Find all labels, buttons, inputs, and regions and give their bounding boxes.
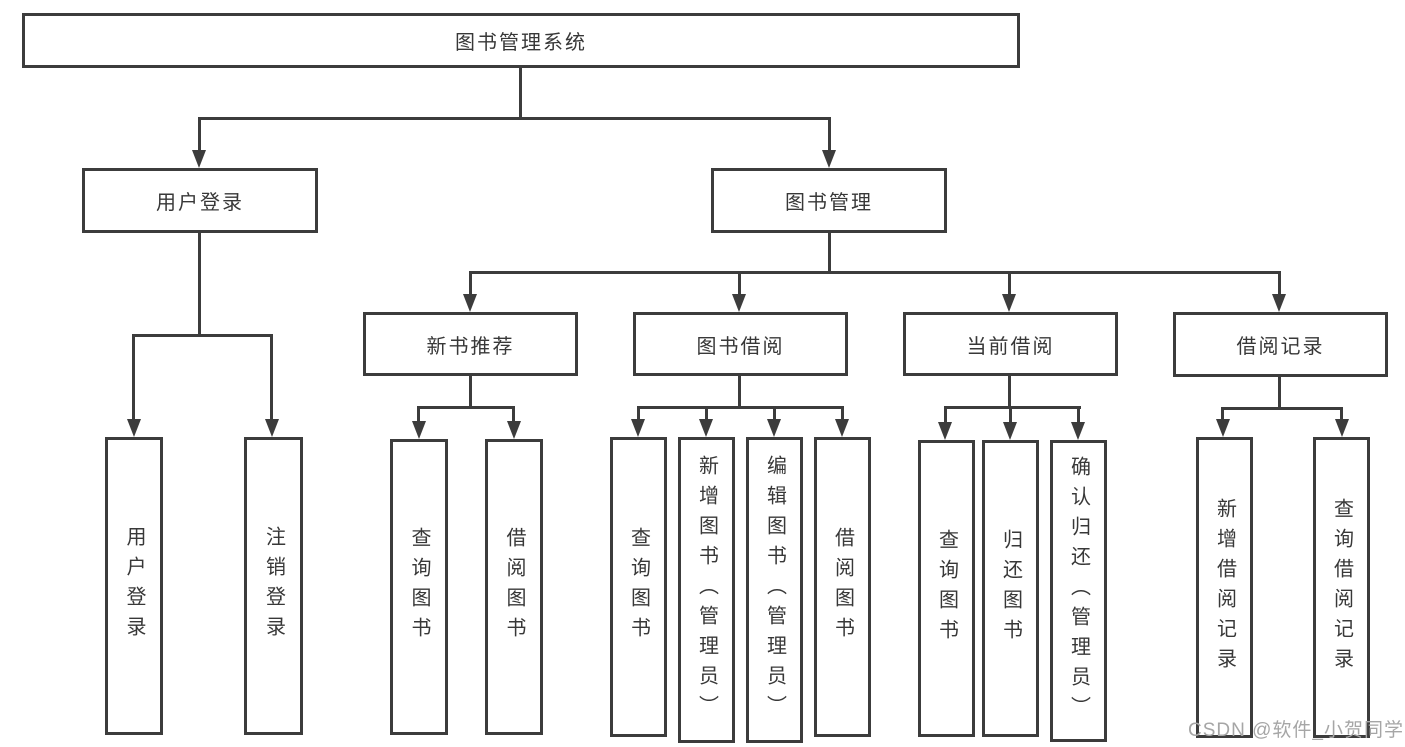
connector-line: [132, 334, 135, 420]
arrowhead-icon: [127, 419, 141, 437]
arrowhead-icon: [507, 421, 521, 439]
arrowhead-icon: [767, 419, 781, 437]
arrowhead-icon: [938, 422, 952, 440]
node-new-book-recommend-label: 新书推荐: [426, 335, 515, 358]
connector-line: [132, 334, 273, 337]
leaf-query-books-recommend-label: 查询图书: [408, 527, 430, 647]
connector-line: [1278, 377, 1281, 410]
connector-line: [469, 376, 472, 409]
arrowhead-icon: [835, 419, 849, 437]
node-book-management: 图书管理: [711, 168, 947, 233]
node-root: 图书管理系统: [22, 13, 1020, 68]
connector-line: [828, 233, 831, 273]
leaf-borrow-books-recommend: 借阅图书: [485, 439, 543, 735]
leaf-confirm-return-admin: 确认归还（管理员）: [1050, 440, 1107, 742]
connector-line: [1077, 406, 1080, 423]
arrowhead-icon: [699, 419, 713, 437]
leaf-logout-label: 注销登录: [262, 526, 285, 646]
leaf-add-borrow-record: 新增借阅记录: [1196, 437, 1253, 738]
leaf-logout: 注销登录: [244, 437, 303, 735]
node-user-login: 用户登录: [82, 168, 318, 233]
connector-line: [944, 406, 947, 423]
connector-line: [738, 376, 741, 409]
connector-line: [1009, 406, 1012, 423]
connector-line: [417, 406, 515, 409]
csdn-watermark: CSDN @软件_小贺同学: [1188, 720, 1404, 741]
connector-line: [637, 406, 844, 409]
node-borrow-records-label: 借阅记录: [1236, 336, 1325, 358]
connector-line: [270, 334, 273, 420]
node-current-borrow: 当前借阅: [903, 312, 1118, 376]
arrowhead-icon: [1071, 422, 1085, 440]
connector-line: [773, 406, 776, 420]
arrowhead-icon: [1335, 419, 1349, 437]
arrowhead-icon: [412, 421, 426, 439]
connector-line: [512, 406, 515, 422]
leaf-query-books-current: 查询图书: [918, 440, 975, 737]
connector-line: [417, 406, 420, 422]
connector-line: [738, 271, 741, 295]
leaf-query-borrow-record-label: 查询借阅记录: [1330, 497, 1353, 678]
leaf-user-login: 用户登录: [105, 437, 163, 735]
leaf-user-login-label: 用户登录: [123, 526, 145, 646]
connector-line: [841, 406, 844, 420]
node-book-management-label: 图书管理: [785, 192, 873, 214]
leaf-confirm-return-admin-label: 确认归还（管理员）: [1067, 456, 1090, 726]
leaf-query-borrow-record: 查询借阅记录: [1313, 437, 1370, 738]
node-book-borrow: 图书借阅: [633, 312, 848, 376]
leaf-query-books-borrow-label: 查询图书: [627, 527, 650, 647]
connector-line: [1008, 376, 1011, 409]
connector-line: [1008, 271, 1011, 295]
connector-line: [828, 117, 831, 151]
arrowhead-icon: [265, 419, 279, 437]
leaf-return-book-label: 归还图书: [999, 528, 1022, 649]
connector-line: [519, 68, 522, 118]
connector-line: [1221, 407, 1343, 410]
arrowhead-icon: [1002, 294, 1016, 312]
connector-line: [944, 406, 1081, 409]
leaf-edit-book-admin: 编辑图书（管理员）: [746, 437, 803, 743]
connector-line: [198, 117, 201, 151]
arrowhead-icon: [822, 150, 836, 168]
arrowhead-icon: [631, 419, 645, 437]
node-book-borrow-label: 图书借阅: [696, 335, 785, 358]
leaf-add-borrow-record-label: 新增借阅记录: [1213, 497, 1236, 678]
arrowhead-icon: [463, 294, 477, 312]
node-borrow-records: 借阅记录: [1173, 312, 1388, 377]
connector-line: [469, 271, 1281, 274]
connector-line: [198, 117, 831, 120]
node-current-borrow-label: 当前借阅: [966, 335, 1055, 358]
arrowhead-icon: [192, 150, 206, 168]
connector-line: [1340, 407, 1343, 421]
connector-line: [1221, 407, 1224, 421]
arrowhead-icon: [1003, 422, 1017, 440]
connector-line: [198, 233, 201, 337]
connector-line: [637, 406, 640, 420]
connector-line: [1278, 271, 1281, 295]
leaf-add-book-admin: 新增图书（管理员）: [678, 437, 735, 743]
arrowhead-icon: [732, 294, 746, 312]
node-user-login-label: 用户登录: [156, 192, 244, 214]
leaf-query-books-recommend: 查询图书: [390, 439, 448, 735]
arrowhead-icon: [1216, 419, 1230, 437]
leaf-return-book: 归还图书: [982, 440, 1039, 737]
leaf-query-books-borrow: 查询图书: [610, 437, 667, 737]
leaf-add-book-admin-label: 新增图书（管理员）: [695, 455, 718, 725]
leaf-borrow-books: 借阅图书: [814, 437, 871, 737]
connector-line: [469, 271, 472, 295]
leaf-borrow-books-label: 借阅图书: [831, 527, 854, 647]
leaf-edit-book-admin-label: 编辑图书（管理员）: [763, 455, 786, 725]
leaf-query-books-current-label: 查询图书: [935, 528, 958, 649]
node-new-book-recommend: 新书推荐: [363, 312, 578, 376]
connector-line: [705, 406, 708, 420]
arrowhead-icon: [1272, 294, 1286, 312]
node-root-label: 图书管理系统: [455, 32, 587, 54]
leaf-borrow-books-recommend-label: 借阅图书: [503, 527, 525, 647]
